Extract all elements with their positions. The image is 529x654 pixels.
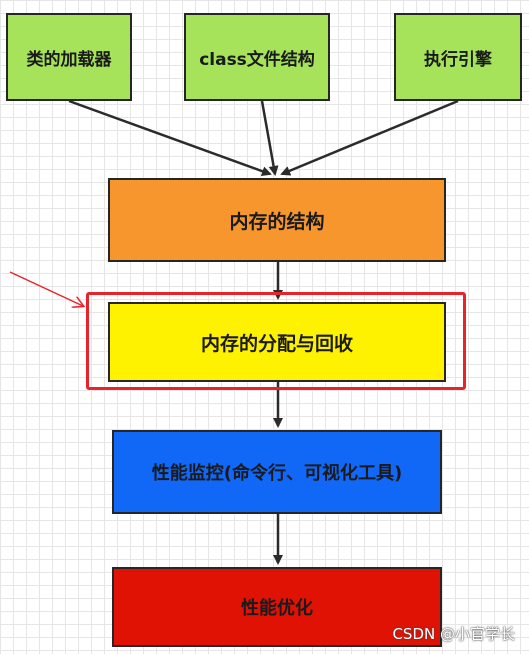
edge-engine-to-struct	[280, 99, 459, 176]
node-performance-optimization-label: 性能优化	[241, 598, 313, 619]
edge-loader-to-struct	[68, 99, 272, 176]
node-memory-structure: 内存的结构	[108, 178, 446, 262]
node-class-loader: 类的加载器	[6, 13, 132, 101]
node-memory-allocation-label: 内存的分配与回收	[200, 332, 353, 355]
node-class-file-structure: class文件结构	[184, 13, 330, 101]
edge-class-to-struct	[260, 100, 279, 176]
node-performance-optimization: 性能优化	[112, 567, 442, 647]
node-performance-monitoring-label: 性能监控(命令行、可视化工具)	[151, 463, 403, 484]
watermark: CSDN @小官学长	[392, 625, 515, 643]
node-memory-structure-label: 内存的结构	[229, 210, 325, 233]
node-class-loader-label: 类的加载器	[26, 49, 112, 70]
annotation-arrow	[9, 271, 83, 306]
node-memory-allocation: 内存的分配与回收	[108, 302, 446, 382]
node-execution-engine-label: 执行引擎	[424, 49, 492, 70]
node-performance-monitoring: 性能监控(命令行、可视化工具)	[112, 430, 442, 514]
highlight-box	[86, 292, 466, 390]
node-class-file-structure-label: class文件结构	[199, 49, 315, 70]
node-execution-engine: 执行引擎	[394, 13, 522, 101]
